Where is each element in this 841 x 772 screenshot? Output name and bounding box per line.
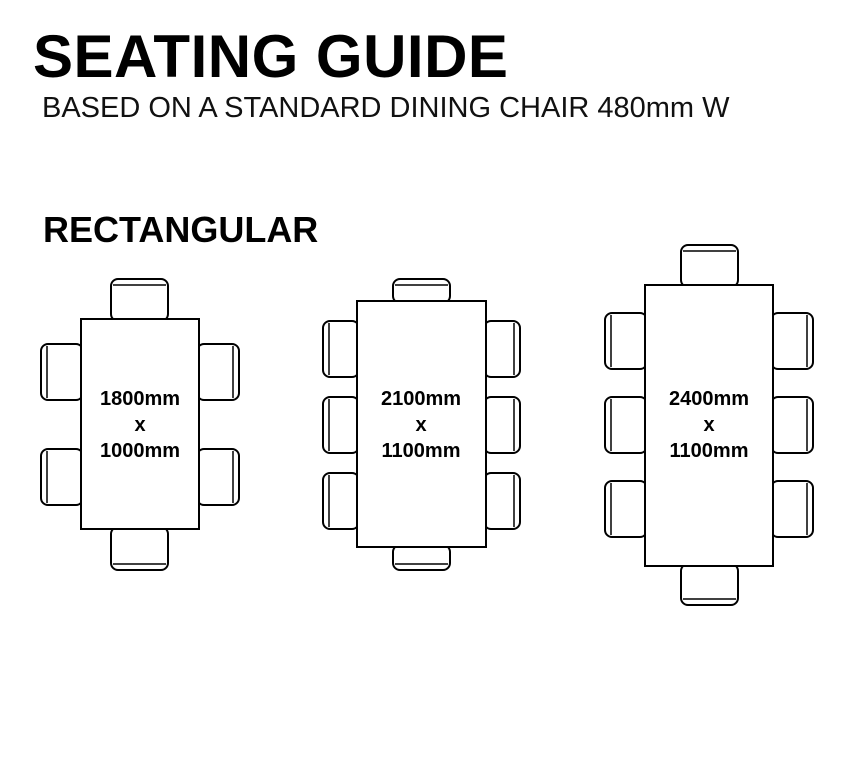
table-top: [80, 318, 200, 530]
page-title: SEATING GUIDE: [33, 23, 509, 90]
table-top: [356, 300, 487, 548]
section-title: RECTANGULAR: [43, 209, 319, 250]
table-dimension-separator: x: [703, 414, 714, 436]
table-length-label: 2100mm: [381, 388, 461, 410]
table-dimension-separator: x: [415, 414, 426, 436]
table-length-label: 2400mm: [669, 388, 749, 410]
table-group-1: 1800mm x 1000mm: [40, 278, 240, 571]
table-length-label: 1800mm: [100, 388, 180, 410]
chair-end-top: [392, 278, 451, 304]
chair-end-bottom: [392, 544, 451, 571]
table-dimension-separator: x: [134, 414, 145, 436]
table-group-3: 2400mm x 1100mm: [604, 244, 814, 606]
table-group-2: 2100mm x 1100mm: [322, 278, 521, 571]
table-width-label: 1000mm: [100, 440, 180, 462]
table-width-label: 1100mm: [670, 440, 749, 462]
table-top: [644, 284, 774, 567]
table-width-label: 1100mm: [382, 440, 461, 462]
page-subtitle: BASED ON A STANDARD DINING CHAIR 480mm W: [42, 92, 730, 124]
